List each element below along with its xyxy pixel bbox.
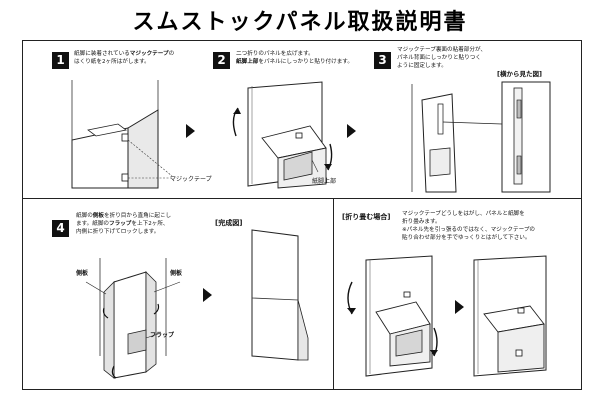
folding-text-4: 貼り合わせ部分を手でゆっくりとはがして下さい。 (402, 235, 531, 241)
step-2-text-1: 二つ折りのパネルを広げます。 (236, 51, 314, 57)
arrow-4-to-complete (203, 288, 212, 302)
step-3-illustration (411, 81, 551, 193)
completed-heading: [完成図] (215, 219, 243, 227)
folding-instruction: マジックテープどうしをはがし、パネルと紙脚を 折り畳みます。 ※パネル先を引っ張… (402, 210, 535, 242)
step-4-text-1a: 紙脚の (76, 213, 93, 219)
step-2-text-2a: 紙脚上部 (236, 59, 259, 65)
step-2-illustration (232, 81, 333, 189)
folding-text-3: ※パネル先を引っ張るのではなく、マジックテープの (402, 227, 536, 233)
leg-top-label: 紙脚上部 (312, 178, 337, 185)
step-2-instruction: 二つ折りのパネルを広げます。 紙脚上部をパネルにしっかりと貼り付けます。 (236, 50, 353, 66)
side-panel-left-label: 側板 (76, 270, 89, 277)
step-3-text-3: ように固定します。 (397, 63, 447, 69)
row-divider (22, 198, 582, 199)
step-4-text-3: 内側に折り下げてロックします。 (76, 229, 160, 235)
step-1-text-2: はくり紙を2ヶ所はがします。 (74, 59, 150, 65)
step-2-text-2b: をパネルにしっかりと貼り付けます。 (258, 59, 353, 65)
step-4-text-2b: フラップ (109, 221, 132, 227)
arrow-2-to-3 (347, 124, 356, 138)
step-3-text-1: マジックテープ裏面の粘着部分が、 (397, 47, 487, 53)
step-4-instruction: 紙脚の側板を折り目から直角に起こし ます。紙脚のフラップを上下2ヶ所、 内側に折… (76, 212, 171, 236)
side-panel-right-label: 側板 (170, 270, 183, 277)
step-3-instruction: マジックテープ裏面の粘着部分が、 パネル背面にしっかりと貼りつく ように固定しま… (397, 46, 486, 70)
step-3-number: 3 (374, 52, 391, 69)
arrow-1-to-2 (186, 124, 195, 138)
step-3-text-2: パネル背面にしっかりと貼りつく (397, 55, 481, 61)
step-2-number: 2 (213, 52, 230, 69)
step-4-text-2c: を上下2ヶ所、 (131, 221, 169, 227)
folding-heading: [折り畳む場合] (342, 213, 391, 221)
folding-after-illustration (473, 255, 547, 377)
step-4-text-2a: ます。紙脚の (76, 221, 110, 227)
arrow-fold (455, 300, 464, 314)
folding-text-1: マジックテープどうしをはがし、パネルと紙脚を (402, 211, 525, 217)
flap-label: フラップ (150, 332, 175, 339)
folding-before-illustration (347, 255, 438, 377)
column-divider (333, 198, 334, 390)
step-1-text-1a: 紙脚に装着されている (74, 51, 130, 57)
step-4-illustration (85, 258, 181, 379)
step-1-text-1c: の (168, 51, 175, 57)
step-1-instruction: 紙脚に装着されているマジックテープの はくり紙を2ヶ所はがします。 (74, 50, 174, 66)
step-4-text-1c: を折り目から直角に起こし (104, 213, 172, 219)
magic-tape-label: マジックテープ (170, 176, 212, 183)
step-4-text-1b: 側板 (92, 213, 104, 219)
folding-text-2: 折り畳みます。 (402, 219, 441, 225)
completed-illustration (251, 229, 309, 361)
step-1-number: 1 (52, 52, 69, 69)
page-title: スムストックパネル取扱説明書 (132, 10, 468, 35)
side-view-heading: [横から見た図] (497, 70, 542, 78)
step-4-number: 4 (52, 220, 69, 237)
instructions-frame (22, 40, 582, 390)
step-1-text-1b: マジックテープ (129, 51, 169, 57)
step-1-illustration (71, 80, 173, 189)
